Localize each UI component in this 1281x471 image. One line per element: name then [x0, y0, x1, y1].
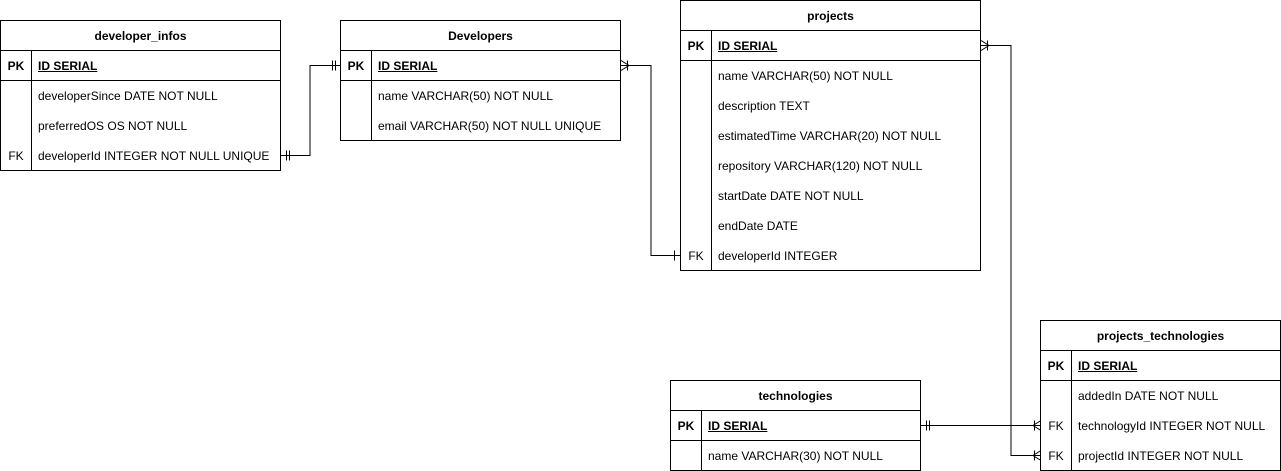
key-label	[1, 111, 31, 141]
entity-developer-infos[interactable]: developer_infos PK ID SERIAL developerSi…	[0, 20, 281, 171]
field-label: developerId INTEGER	[718, 249, 838, 263]
field-label: estimatedTime VARCHAR(20) NOT NULL	[718, 129, 942, 143]
pk-label: PK	[687, 39, 705, 53]
field-row: estimatedTime VARCHAR(20) NOT NULL	[681, 121, 980, 151]
field-label: endDate DATE	[718, 219, 798, 233]
pk-label: PK	[347, 59, 365, 73]
field-row: endDate DATE	[681, 211, 980, 241]
field-row: addedIn DATE NOT NULL	[1041, 381, 1280, 411]
field-label: startDate DATE NOT NULL	[718, 189, 864, 203]
fk-row: FK developerId INTEGER	[681, 241, 980, 271]
key-label	[681, 181, 711, 211]
field-row: repository VARCHAR(120) NOT NULL	[681, 151, 980, 181]
field-label: developerId INTEGER NOT NULL UNIQUE	[38, 149, 270, 163]
pk-field: ID SERIAL	[1078, 359, 1138, 373]
fk-label: FK	[1048, 449, 1064, 463]
key-label	[681, 121, 711, 151]
field-label: name VARCHAR(50) NOT NULL	[378, 89, 553, 103]
field-label: developerSince DATE NOT NULL	[38, 89, 218, 103]
key-column-divider	[1071, 351, 1072, 470]
field-label: name VARCHAR(30) NOT NULL	[708, 449, 883, 463]
field-label: repository VARCHAR(120) NOT NULL	[718, 159, 923, 173]
pk-row: PK ID SERIAL	[681, 31, 980, 61]
key-label	[681, 211, 711, 241]
pk-row: PK ID SERIAL	[671, 411, 920, 441]
field-row: developerSince DATE NOT NULL	[1, 81, 280, 111]
key-label	[681, 91, 711, 121]
pk-field: ID SERIAL	[38, 59, 98, 73]
entity-title: technologies	[671, 381, 920, 411]
field-label: preferredOS OS NOT NULL	[38, 119, 188, 133]
field-label: projectId INTEGER NOT NULL	[1078, 449, 1244, 463]
field-row: email VARCHAR(50) NOT NULL UNIQUE	[341, 111, 620, 141]
pk-label: PK	[677, 419, 695, 433]
field-label: technologyId INTEGER NOT NULL	[1078, 419, 1266, 433]
field-label: description TEXT	[718, 99, 810, 113]
entity-projects-technologies[interactable]: projects_technologies PK ID SERIAL added…	[1040, 320, 1281, 471]
field-label: name VARCHAR(50) NOT NULL	[718, 69, 893, 83]
fk-row: FK technologyId INTEGER NOT NULL	[1041, 411, 1280, 441]
entity-title: projects_technologies	[1041, 321, 1280, 351]
fk-row: FK developerId INTEGER NOT NULL UNIQUE	[1, 141, 280, 171]
fk-row: FK projectId INTEGER NOT NULL	[1041, 441, 1280, 471]
field-row: description TEXT	[681, 91, 980, 121]
pk-row: PK ID SERIAL	[341, 51, 620, 81]
entity-projects[interactable]: projects PK ID SERIAL name VARCHAR(50) N…	[680, 0, 981, 271]
key-label	[1041, 381, 1071, 411]
key-label	[341, 81, 371, 111]
fk-label: FK	[8, 149, 24, 163]
fk-label: FK	[688, 249, 704, 263]
edge-projects-technologies-technologies	[921, 420, 1042, 431]
key-column-divider	[371, 51, 372, 140]
field-row: startDate DATE NOT NULL	[681, 181, 980, 211]
key-label	[341, 111, 371, 141]
fk-label: FK	[1048, 419, 1064, 433]
key-label	[681, 61, 711, 91]
entity-title: projects	[681, 1, 980, 31]
pk-field: ID SERIAL	[378, 59, 438, 73]
key-label	[1, 81, 31, 111]
pk-field: ID SERIAL	[718, 39, 778, 53]
key-column-divider	[711, 31, 712, 270]
field-row: name VARCHAR(30) NOT NULL	[671, 441, 920, 471]
key-column-divider	[31, 51, 32, 170]
pk-field: ID SERIAL	[708, 419, 768, 433]
key-label	[681, 151, 711, 181]
field-label: email VARCHAR(50) NOT NULL UNIQUE	[378, 119, 602, 133]
entity-title: Developers	[341, 21, 620, 51]
field-row: name VARCHAR(50) NOT NULL	[341, 81, 620, 111]
pk-row: PK ID SERIAL	[1041, 351, 1280, 381]
entity-title: developer_infos	[1, 21, 280, 51]
entity-developers[interactable]: Developers PK ID SERIAL name VARCHAR(50)…	[340, 20, 621, 141]
entity-technologies[interactable]: technologies PK ID SERIAL name VARCHAR(3…	[670, 380, 921, 471]
field-label: addedIn DATE NOT NULL	[1078, 389, 1219, 403]
pk-row: PK ID SERIAL	[1, 51, 280, 81]
field-row: preferredOS OS NOT NULL	[1, 111, 280, 141]
key-label	[671, 441, 701, 471]
edge-developer-infos-developers	[281, 60, 341, 161]
field-row: name VARCHAR(50) NOT NULL	[681, 61, 980, 91]
pk-label: PK	[7, 59, 25, 73]
edge-projects-developers	[620, 60, 681, 261]
edge-projects-technologies-projects	[980, 40, 1042, 461]
pk-label: PK	[1047, 359, 1065, 373]
